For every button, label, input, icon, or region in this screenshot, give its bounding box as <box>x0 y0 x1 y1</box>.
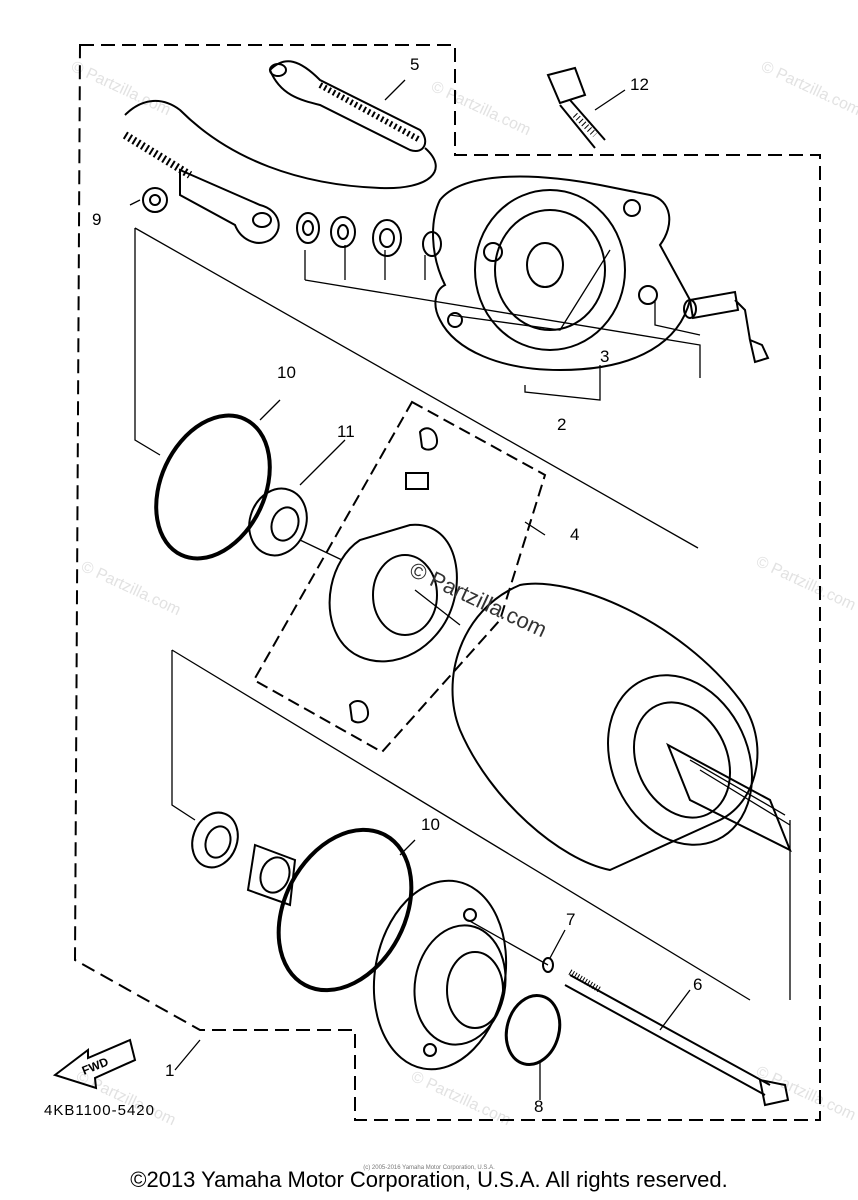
rear-cover <box>432 175 692 372</box>
callout-11: 11 <box>337 422 355 441</box>
terminal-bolt <box>683 290 770 364</box>
watermark: © Partzilla.com <box>73 1068 178 1129</box>
assembly-boundary <box>73 44 821 1121</box>
callout-7: 7 <box>566 910 575 929</box>
fwd-arrow <box>52 1038 137 1090</box>
callout-10-upper: 10 <box>277 363 296 382</box>
watermark: © Partzilla.com <box>68 58 173 119</box>
diagram-reference-code: 4KB1100-5420 <box>44 1102 155 1119</box>
through-bolt-6 <box>564 969 790 1107</box>
watermark: © Partzilla.com <box>753 1063 858 1124</box>
oil-seal <box>191 811 239 869</box>
o-ring-10-lower <box>276 827 414 993</box>
bolt-12 <box>546 66 606 149</box>
callout-12: 12 <box>630 75 649 94</box>
brush-plate <box>328 427 458 724</box>
starter-cable <box>122 60 437 244</box>
callout-labels: 1 2 3 4 5 6 7 8 9 10 10 11 12 <box>92 55 702 1116</box>
watermark: © Partzilla.com <box>428 78 533 139</box>
watermark: © Partzilla.com <box>753 553 858 614</box>
needle-bearing <box>246 843 297 907</box>
callout-8: 8 <box>534 1097 543 1116</box>
callout-2: 2 <box>557 415 566 434</box>
callout-5: 5 <box>410 55 419 74</box>
front-cover <box>372 879 508 1071</box>
callout-4: 4 <box>570 525 579 544</box>
armature-yoke <box>451 582 792 872</box>
watermark: © Partzilla.com <box>758 58 858 119</box>
watermark: © Partzilla.com <box>78 558 183 619</box>
washer-set <box>296 212 442 257</box>
copyright-footer: ©2013 Yamaha Motor Corporation, U.S.A. A… <box>130 1167 728 1192</box>
o-ring-7 <box>542 957 554 973</box>
callout-10-lower: 10 <box>421 815 440 834</box>
brush-group-boundary <box>252 400 547 754</box>
callout-9: 9 <box>92 210 101 229</box>
callout-3: 3 <box>600 347 609 366</box>
callout-1: 1 <box>165 1061 174 1080</box>
nut-9 <box>142 187 168 213</box>
washer-11 <box>248 487 308 557</box>
callout-6: 6 <box>693 975 702 994</box>
o-ring-8 <box>504 994 562 1066</box>
fine-print-watermark: (c) 2005-2016 Yamaha Motor Corporation, … <box>363 1165 495 1171</box>
o-ring-10-upper <box>154 413 272 561</box>
